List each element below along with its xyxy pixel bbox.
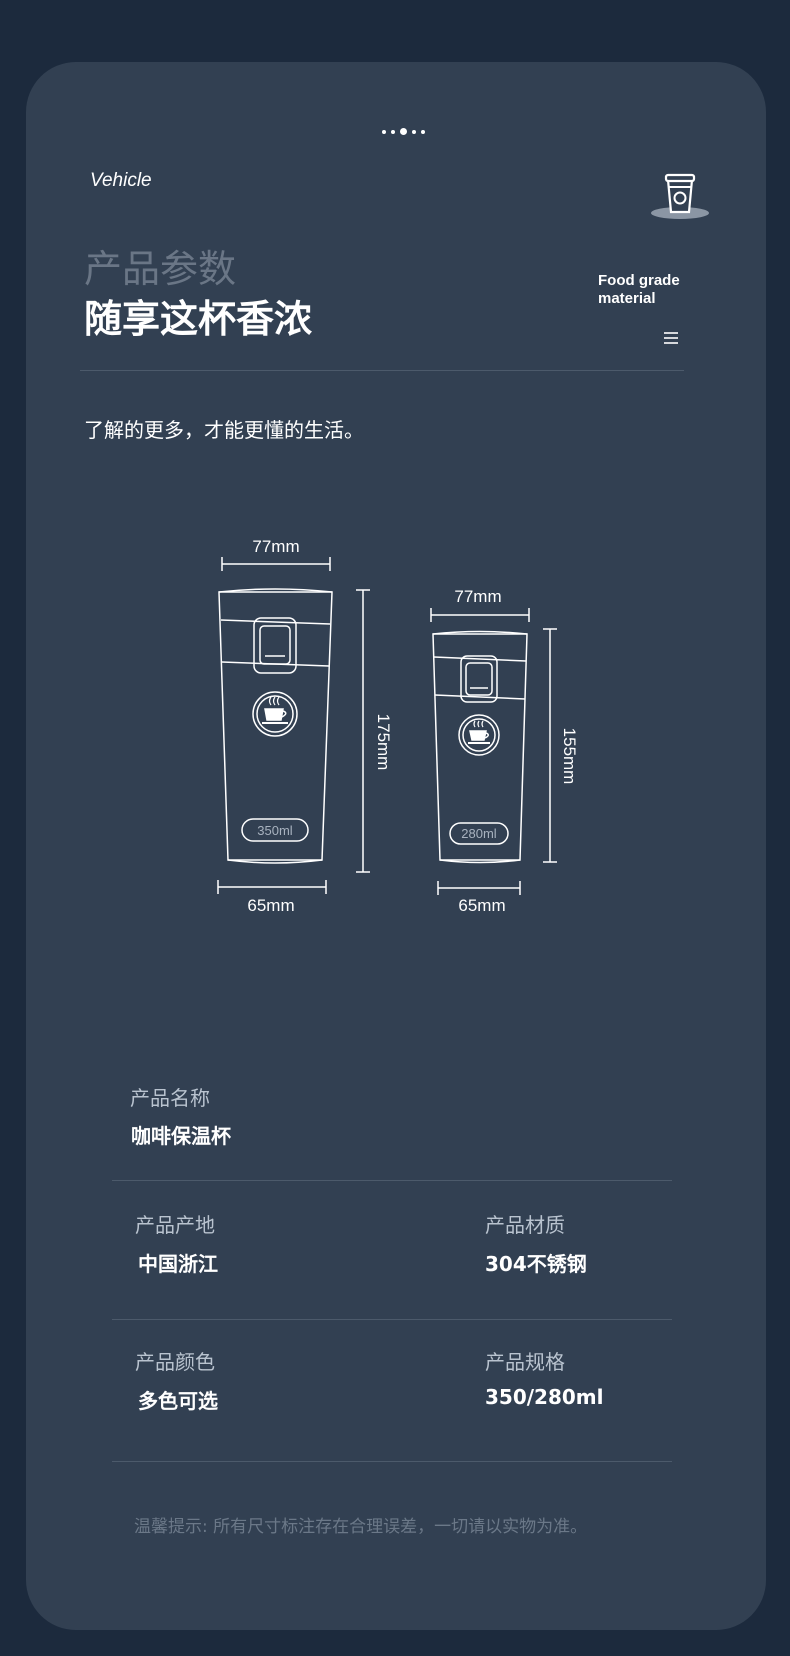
dot bbox=[382, 129, 386, 134]
badge-line2: material bbox=[598, 290, 656, 307]
divider bbox=[80, 370, 684, 371]
color-value: 多色可选 bbox=[138, 1389, 218, 1413]
main-card bbox=[26, 62, 766, 1630]
coffee-cup-icon bbox=[651, 173, 709, 219]
product-name-label: 产品名称 bbox=[130, 1086, 210, 1110]
intro-text: 了解的更多，才能更懂的生活。 bbox=[84, 418, 364, 442]
divider bbox=[112, 1180, 672, 1181]
large-top-width: 77mm bbox=[252, 537, 299, 556]
material-value: 304不锈钢 bbox=[485, 1252, 587, 1276]
size-label: 产品规格 bbox=[485, 1350, 565, 1374]
divider bbox=[112, 1461, 672, 1462]
large-bottom-width: 65mm bbox=[247, 896, 294, 915]
origin-value: 中国浙江 bbox=[138, 1252, 218, 1276]
small-top-width: 77mm bbox=[454, 587, 501, 606]
small-height: 155mm bbox=[560, 728, 579, 785]
small-capacity: 280ml bbox=[461, 826, 497, 841]
badge-line1: Food grade bbox=[598, 272, 680, 289]
section-subtitle: 产品参数 bbox=[84, 247, 237, 291]
large-height: 175mm bbox=[374, 714, 393, 771]
disclaimer-note: 温馨提示: 所有尺寸标注存在合理误差，一切请以实物为准。 bbox=[134, 1517, 588, 1537]
dot-active bbox=[400, 128, 407, 135]
origin-label: 产品产地 bbox=[135, 1213, 215, 1237]
dot bbox=[412, 129, 416, 134]
product-name-value: 咖啡保温杯 bbox=[131, 1124, 231, 1148]
food-grade-badge: Food grade material bbox=[598, 272, 680, 308]
small-bottom-width: 65mm bbox=[458, 896, 505, 915]
large-capacity: 350ml bbox=[257, 823, 293, 838]
dot bbox=[421, 129, 425, 134]
large-cup bbox=[217, 557, 370, 894]
cup-dimension-diagram: 77mm 350ml 65mm 175mm 77mm 280ml 65mm 15… bbox=[217, 537, 579, 915]
section-title: 随享这杯香浓 bbox=[84, 297, 313, 341]
brand-label: Vehicle bbox=[90, 170, 152, 191]
small-cup bbox=[430, 608, 557, 895]
material-label: 产品材质 bbox=[485, 1213, 565, 1237]
menu-icon[interactable] bbox=[663, 331, 679, 345]
pagination-dots bbox=[382, 128, 425, 135]
divider bbox=[112, 1319, 672, 1320]
color-label: 产品颜色 bbox=[135, 1350, 215, 1374]
dot bbox=[391, 129, 395, 134]
size-value: 350/280ml bbox=[485, 1385, 604, 1409]
